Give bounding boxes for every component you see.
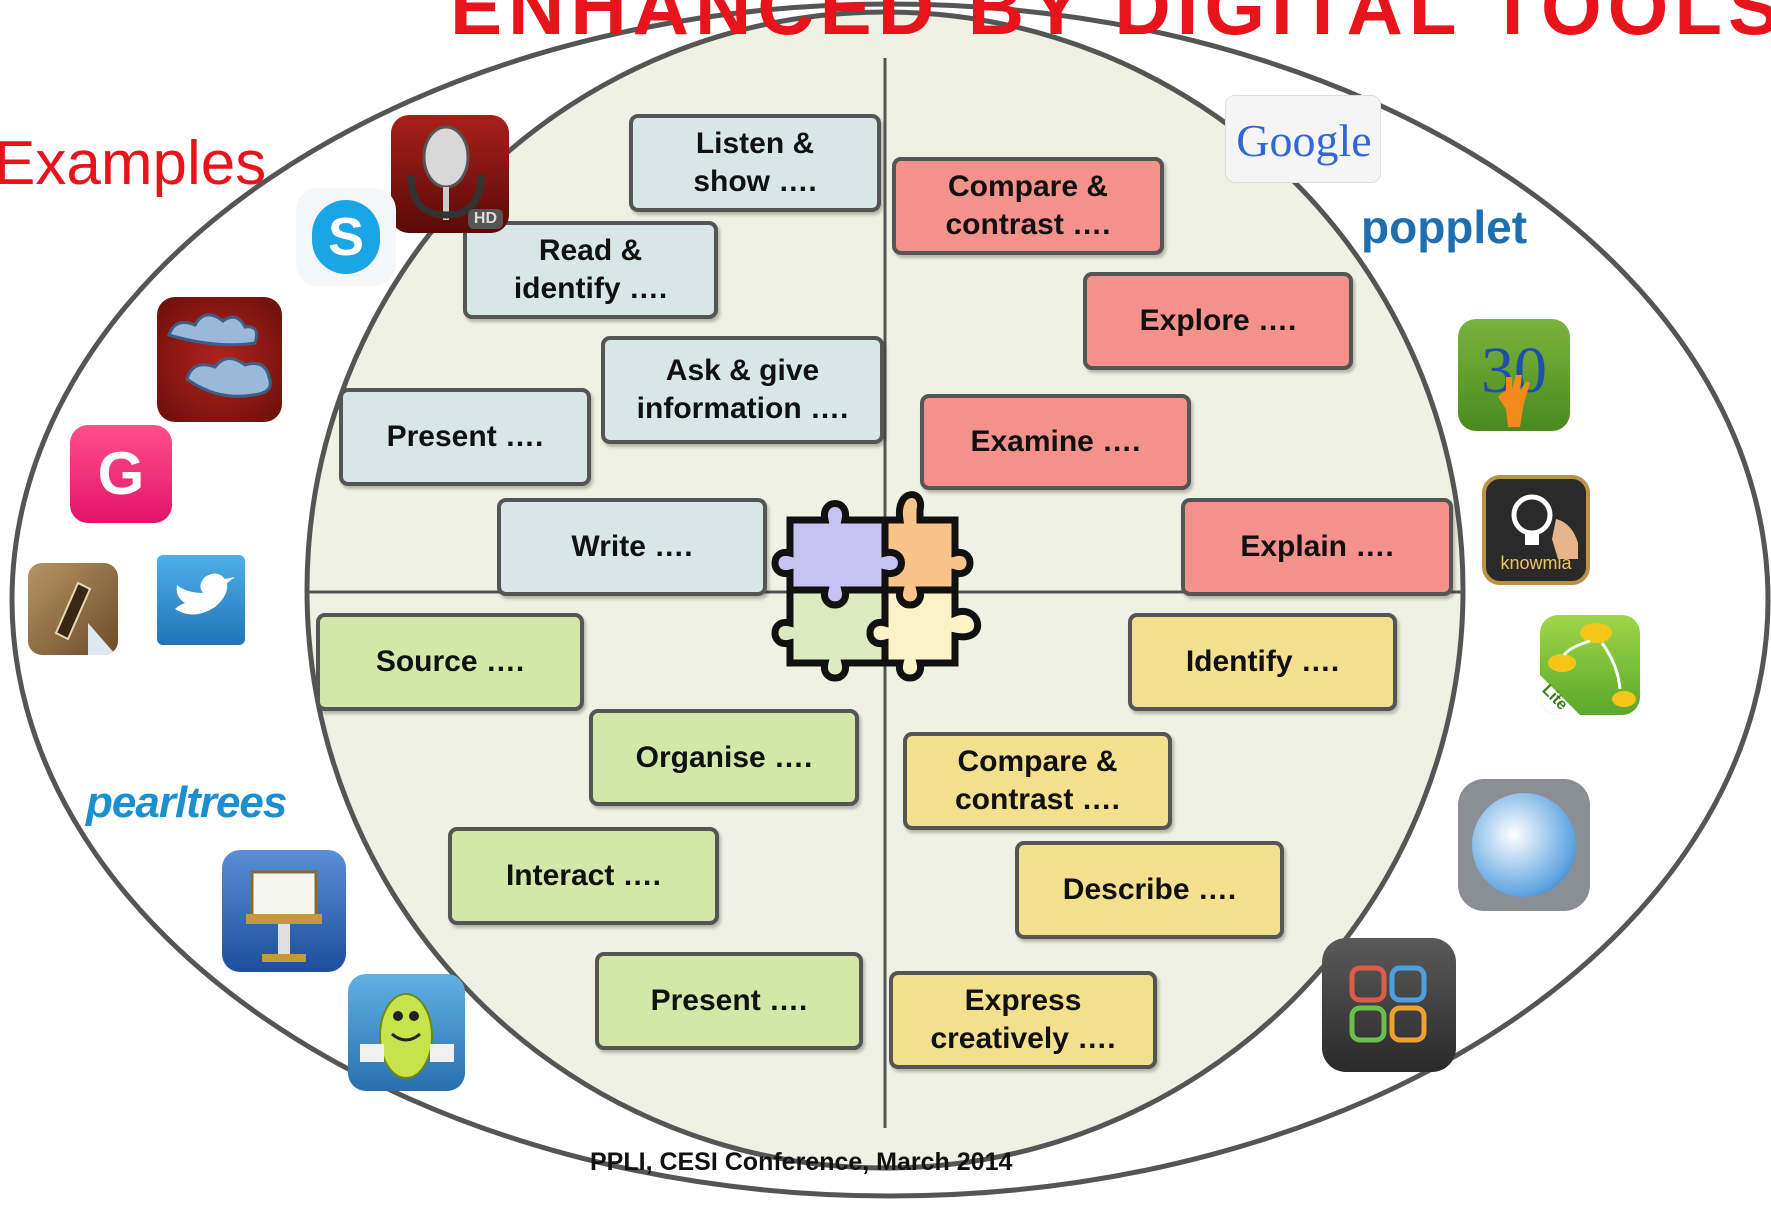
box-organise: Organise ….: [589, 709, 859, 806]
box-read-identify: Read & identify ….: [463, 221, 718, 319]
gizmo-icon: G: [70, 425, 172, 523]
twitter-icon: [157, 555, 245, 645]
knowmia-icon: knowmia: [1482, 475, 1590, 585]
skype-letter: S: [327, 207, 365, 267]
box-identify: Identify ….: [1128, 613, 1397, 711]
puzzle-piece-orange: [881, 491, 974, 609]
pearltrees-logo: pearltrees: [86, 778, 287, 827]
box-present-top: Present ….: [339, 388, 591, 486]
box-express-creatively: Express creatively ….: [889, 971, 1157, 1069]
box-write: Write ….: [497, 498, 767, 596]
box-compare-contrast-bottom: Compare & contrast ….: [903, 732, 1172, 830]
box-describe: Describe ….: [1015, 841, 1284, 939]
google-wordmark: Google: [1236, 115, 1372, 166]
monster-icon: [348, 974, 465, 1091]
monster-figure: [360, 993, 454, 1079]
cloud-app-face: [1472, 793, 1576, 897]
puzzle-app-icon: [1322, 938, 1456, 1072]
pen-icon: [54, 581, 116, 655]
gizmo-letter: G: [97, 440, 145, 507]
box-examine: Examine ….: [920, 394, 1191, 490]
box-ask-give-information: Ask & give information ….: [601, 336, 884, 444]
bulb-icon: [1511, 494, 1578, 559]
box-listen-show: Listen & show ….: [629, 114, 881, 212]
thirty-hands-icon: 30: [1458, 319, 1570, 431]
box-compare-contrast-top: Compare & contrast ….: [892, 157, 1164, 255]
sock-puppets-icon: [157, 297, 282, 422]
cloud-icon: [167, 313, 272, 398]
page-title: ENHANCED BY DIGITAL TOOLS: [450, 0, 1771, 51]
popplet-logo: popplet: [1361, 201, 1528, 253]
box-explain: Explain ….: [1181, 498, 1453, 596]
mindmap-diagram: [1540, 623, 1636, 715]
microphone-icon: [407, 125, 485, 220]
google-logo: Google: [1225, 95, 1381, 183]
knowmia-wordmark: knowmia: [1500, 553, 1572, 573]
cloud-app-icon: [1458, 779, 1590, 911]
keynote-icon: [222, 850, 346, 972]
box-source: Source ….: [316, 613, 584, 711]
box-present-bottom: Present ….: [595, 952, 863, 1050]
box-explore: Explore ….: [1083, 272, 1353, 370]
puzzle-outline-icon: [1349, 965, 1427, 1043]
box-interact: Interact ….: [448, 827, 719, 925]
notes-pen-icon: [28, 563, 118, 655]
skype-icon: S: [296, 188, 396, 286]
puzzle-piece-yellow: [866, 586, 982, 682]
bird-icon: [175, 573, 235, 615]
hand-icon: [1498, 375, 1530, 427]
mindmap-lite-icon: Lite: [1540, 615, 1640, 715]
hd-badge: HD: [467, 209, 503, 229]
skype-symbol: [312, 200, 380, 274]
footer-credit: PPLI, CESI Conference, March 2014: [590, 1148, 1013, 1176]
microphone-hd-icon: HD: [391, 115, 509, 233]
puzzle-icon: [771, 491, 982, 682]
examples-label: Examples: [0, 129, 267, 198]
lectern-icon: [246, 870, 322, 962]
